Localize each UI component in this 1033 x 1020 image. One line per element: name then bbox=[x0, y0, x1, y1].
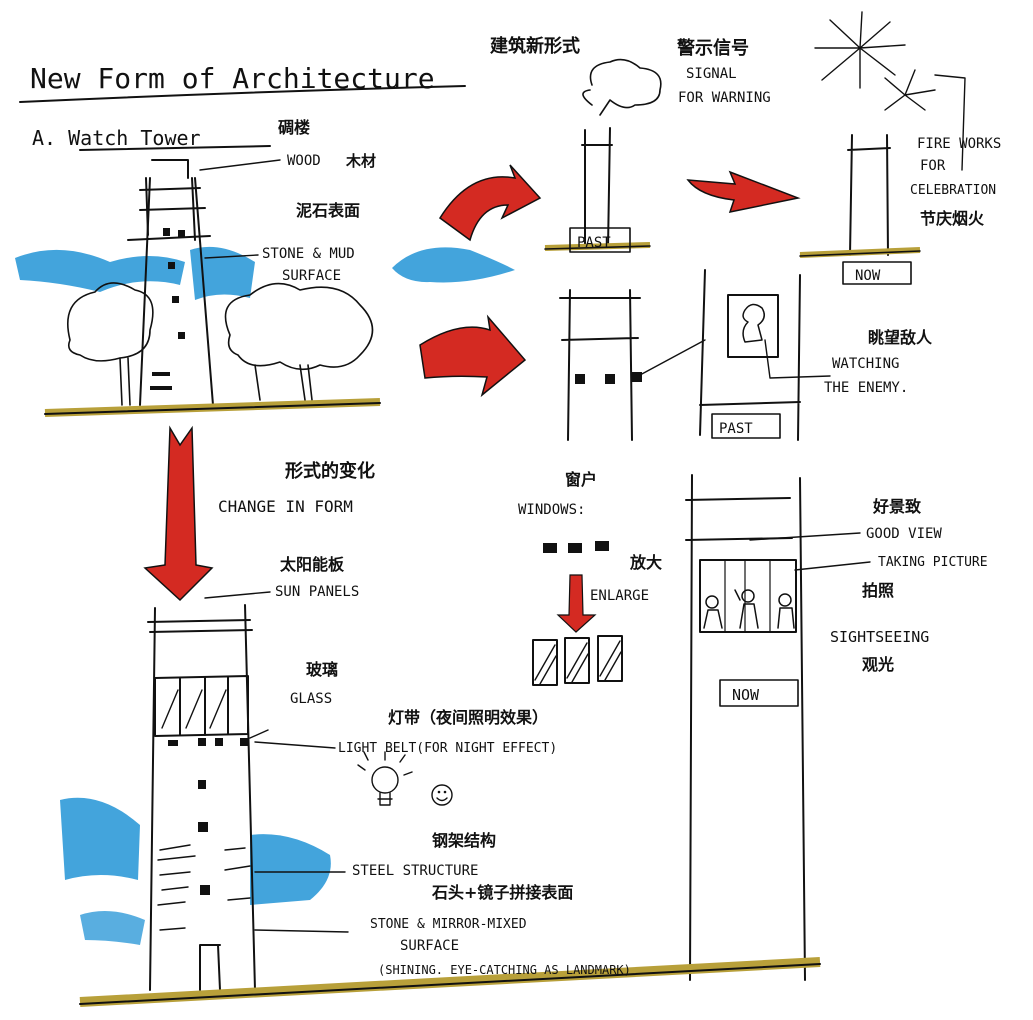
fireworks-section: NOW FIRE WORKS FOR CELEBRATION 节庆烟火 bbox=[799, 11, 1001, 285]
signal-label-cn: 警示信号 bbox=[677, 37, 749, 59]
ground-ink bbox=[44, 402, 381, 415]
goodview-label-en: GOOD VIEW bbox=[866, 526, 942, 542]
steel-label-cn: 钢架结构 bbox=[432, 831, 496, 850]
fireworks-label-cn: 节庆烟火 bbox=[920, 209, 985, 228]
title-cn: 建筑新形式 bbox=[490, 35, 580, 57]
arrow-to-signal bbox=[438, 164, 542, 242]
enlarge-label-cn: 放大 bbox=[629, 553, 662, 572]
mix-label-3: (SHINING. EYE-CATCHING AS LANDMARK) bbox=[378, 963, 631, 977]
watch-tower-heading: A. Watch Tower bbox=[32, 126, 201, 150]
sightseeing-label-cn: 观光 bbox=[862, 655, 894, 674]
windows-label-cn: 窗户 bbox=[565, 470, 597, 489]
sky-stroke bbox=[60, 797, 140, 880]
enlarge-arrow bbox=[556, 574, 597, 633]
new-tower-light-belt bbox=[168, 738, 248, 895]
title-en: New Form of Architecture bbox=[30, 62, 435, 95]
now-label-2: NOW bbox=[732, 686, 760, 704]
new-tower-drawing bbox=[147, 604, 256, 991]
stone-label-1: STONE & MUD bbox=[262, 246, 355, 262]
signal-section: 警示信号 SIGNAL FOR WARNING PAST bbox=[544, 37, 771, 253]
sky-stroke bbox=[392, 247, 515, 283]
signal-label-2: FOR WARNING bbox=[678, 90, 771, 106]
taking-label-en: TAKING PICTURE bbox=[878, 555, 988, 570]
heading-underline bbox=[79, 145, 271, 151]
sky-stroke bbox=[250, 834, 331, 905]
stone-label-cn: 泥石表面 bbox=[296, 201, 360, 220]
new-tower-enlarged bbox=[685, 474, 806, 981]
wood-label: WOOD bbox=[287, 153, 321, 169]
now-box bbox=[842, 261, 912, 285]
taking-label-cn: 拍照 bbox=[862, 581, 894, 600]
ground-ink bbox=[79, 963, 821, 1005]
enlarged-windows bbox=[532, 635, 623, 686]
mix-label-1: STONE & MIRROR-MIXED bbox=[370, 917, 527, 932]
small-tower-past bbox=[581, 127, 613, 249]
title-underline bbox=[19, 85, 466, 103]
smoke-cloud bbox=[582, 58, 662, 116]
small-tower-now bbox=[847, 134, 891, 256]
watching-label-2: THE ENEMY. bbox=[824, 380, 908, 396]
steel-label-en: STEEL STRUCTURE bbox=[352, 863, 478, 879]
watching-label-1: WATCHING bbox=[832, 356, 899, 372]
leader-line bbox=[199, 159, 281, 171]
watch-tower-heading-cn: 碉楼 bbox=[278, 118, 310, 137]
enlarge-label-en: ENLARGE bbox=[590, 588, 649, 604]
now-box-2 bbox=[719, 679, 799, 707]
watch-tower-section: A. Watch Tower 碉楼 bbox=[15, 118, 515, 417]
watch-tower-drawing bbox=[127, 159, 214, 406]
past-label: PAST bbox=[577, 235, 611, 251]
ground-line bbox=[79, 957, 821, 1007]
fireworks-label-2: FOR bbox=[920, 158, 946, 174]
watch-enlarged bbox=[699, 269, 801, 441]
watching-section: PAST 眺望敌人 WATCHING THE ENEMY. bbox=[559, 269, 933, 441]
arrow-to-watching bbox=[419, 314, 527, 398]
past-box-2 bbox=[711, 413, 781, 439]
stone-mirror-patches bbox=[157, 844, 251, 931]
stone-label-2: SURFACE bbox=[282, 268, 341, 284]
windows-section: 窗户 WINDOWS: 放大 ENLARGE bbox=[518, 470, 662, 686]
change-arrow bbox=[143, 425, 214, 602]
goodview-label-cn: 好景致 bbox=[872, 497, 922, 516]
title-block: New Form of Architecture 建筑新形式 bbox=[19, 35, 580, 103]
wood-label-cn: 木材 bbox=[345, 152, 376, 170]
glass-label-en: GLASS bbox=[290, 691, 332, 707]
sky-stroke bbox=[15, 249, 185, 292]
change-label-cn: 形式的变化 bbox=[285, 460, 375, 482]
past-box bbox=[569, 227, 631, 253]
windows-label-en: WINDOWS: bbox=[518, 502, 585, 518]
watcher-figure bbox=[742, 303, 765, 343]
fireworks-burst bbox=[814, 11, 936, 111]
fireworks-label-3: CELEBRATION bbox=[910, 183, 996, 198]
signal-label-1: SIGNAL bbox=[686, 66, 737, 82]
sun-label-en: SUN PANELS bbox=[275, 584, 359, 600]
new-tower-section: 太阳能板 SUN PANELS 玻璃 GLASS 灯带（夜间照明效果） LIGH… bbox=[60, 555, 821, 1007]
sky-stroke bbox=[190, 246, 255, 300]
watching-label-cn: 眺望敌人 bbox=[868, 328, 933, 347]
sightseeing-label-en: SIGHTSEEING bbox=[830, 628, 929, 646]
leader-line bbox=[204, 254, 259, 259]
arrow-past-to-now bbox=[686, 170, 801, 213]
mid-tower-past bbox=[559, 289, 641, 441]
smiley-icon bbox=[431, 784, 453, 806]
watch-window bbox=[727, 294, 779, 358]
fireworks-label-1: FIRE WORKS bbox=[917, 136, 1001, 152]
now-label: NOW bbox=[855, 268, 881, 284]
mix-label-2: SURFACE bbox=[400, 938, 459, 954]
tower-windows bbox=[150, 228, 185, 390]
goodview-section: NOW 好景致 GOOD VIEW TAKING PICTURE 拍照 SIGH… bbox=[685, 474, 988, 981]
viewing-window bbox=[699, 559, 797, 633]
light-label-cn: 灯带（夜间照明效果） bbox=[388, 708, 548, 727]
mix-label-cn: 石头+镜子拼接表面 bbox=[431, 883, 573, 902]
lightbulb-icon bbox=[357, 751, 413, 806]
change-label-en: CHANGE IN FORM bbox=[218, 497, 353, 516]
glass-label-cn: 玻璃 bbox=[306, 660, 338, 679]
light-label-en: LIGHT BELT(FOR NIGHT EFFECT) bbox=[338, 741, 557, 756]
tree-group bbox=[66, 282, 374, 406]
past-label-2: PAST bbox=[719, 421, 753, 437]
sun-label-cn: 太阳能板 bbox=[279, 555, 345, 574]
sky-stroke bbox=[80, 911, 145, 945]
tourist-figures bbox=[703, 589, 795, 629]
